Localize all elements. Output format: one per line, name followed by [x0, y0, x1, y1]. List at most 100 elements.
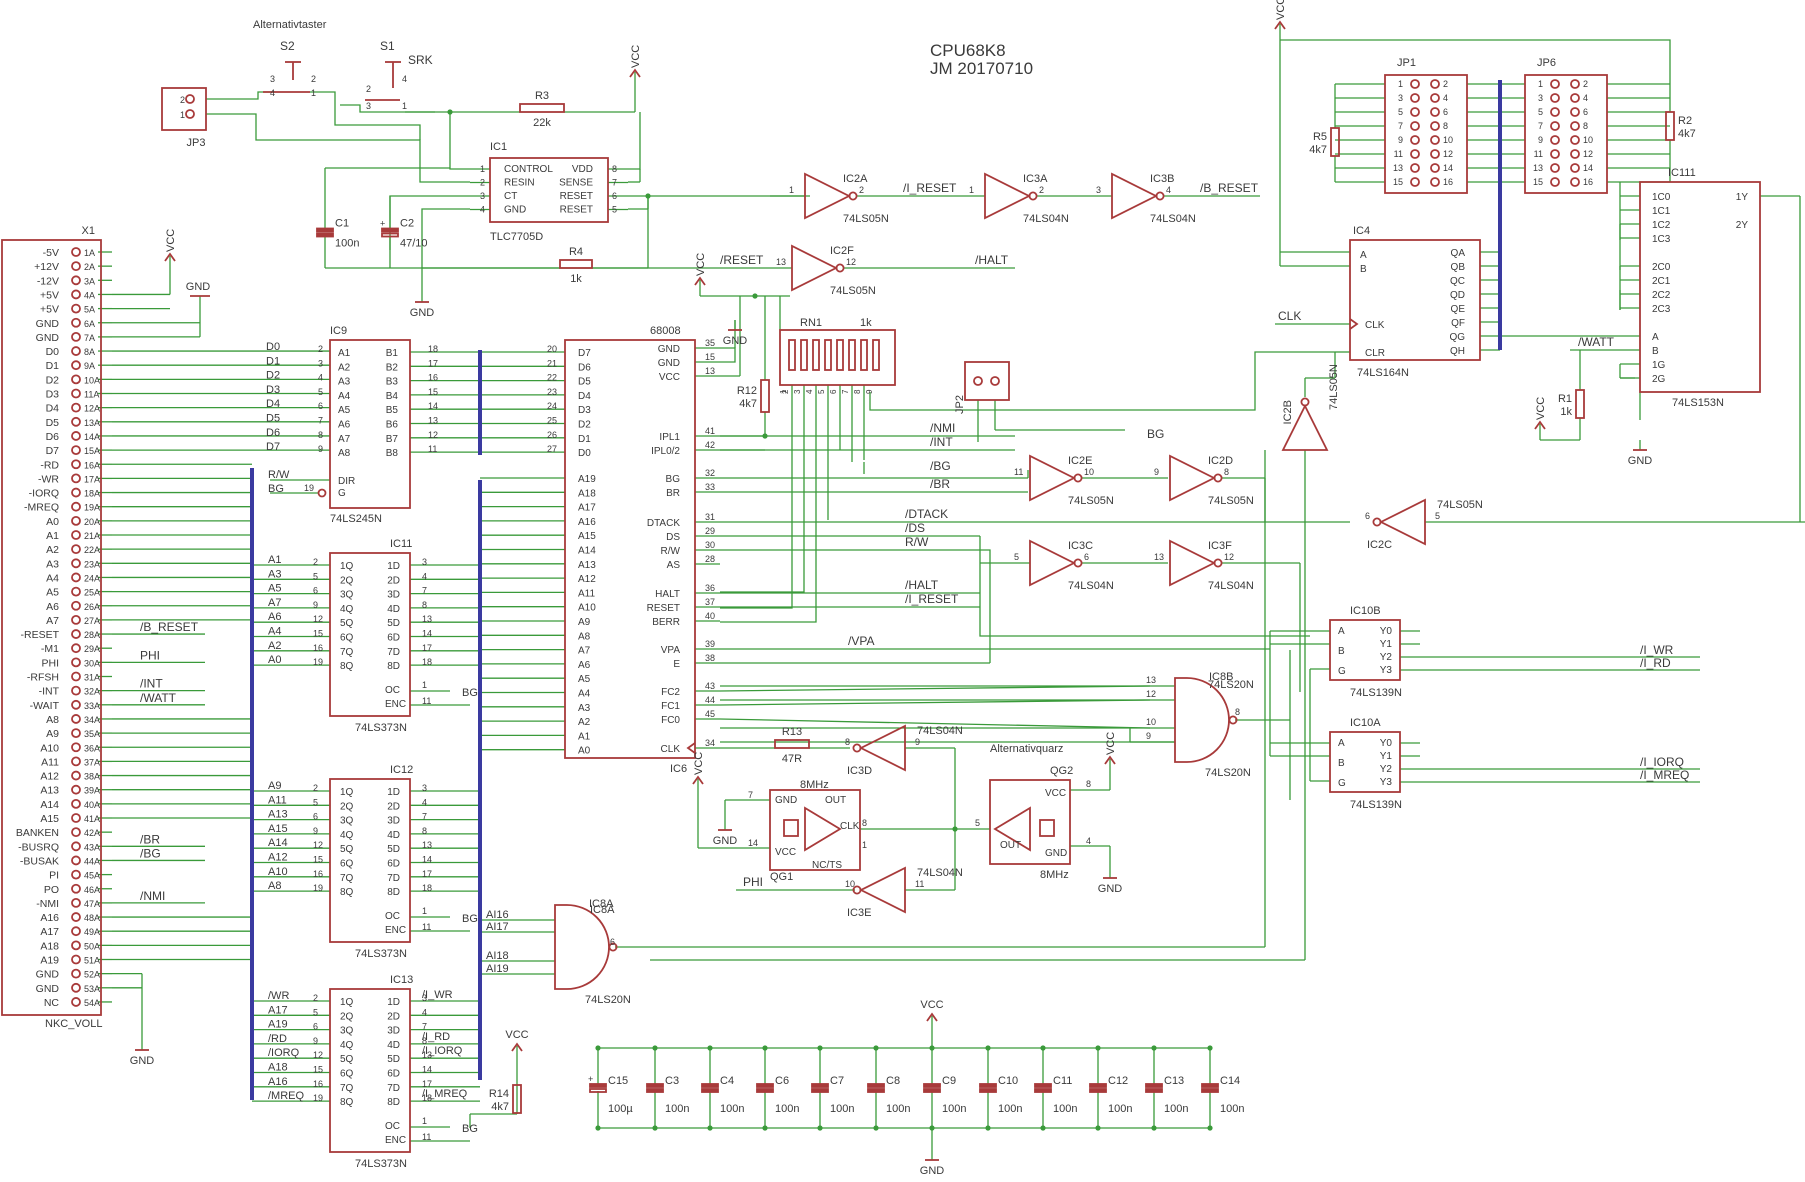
ic12-pin-num: 12	[313, 840, 323, 850]
ic6-pin-right: RESET	[647, 603, 680, 614]
ic12-pin-d: 8D	[387, 887, 400, 898]
ic13-pin-d: 6D	[387, 1069, 400, 1080]
ic11-pin-num: 12	[313, 614, 323, 624]
ic6-pin-right: FC1	[661, 701, 680, 712]
wire	[389, 195, 470, 268]
net-label-watt: /WATT	[140, 691, 177, 705]
vcc-label: VCC	[1275, 0, 1287, 20]
ic10b-pin-out: Y3	[1380, 665, 1393, 676]
ic6-pin-right: DTACK	[647, 518, 680, 529]
jumper-jp1-pin	[1410, 135, 1420, 145]
ic13-pin-d: 2D	[387, 1011, 400, 1022]
inverter-ic2f	[791, 244, 839, 292]
x1-pin-number: 53A	[84, 984, 100, 994]
decoupling-cap	[1034, 1083, 1052, 1088]
ic11-net-in: A4	[268, 626, 281, 638]
junction	[1151, 1045, 1157, 1051]
ic111-pin-1y: 1Y	[1736, 192, 1749, 203]
ic12-pin-num: 17	[422, 869, 432, 879]
jumper-jp1-pin	[1430, 177, 1440, 187]
inverter-ic3d-ref: IC3D	[847, 765, 872, 777]
x1-pin-pad	[71, 742, 81, 753]
gnd-label: GND	[186, 281, 211, 293]
decoupling-cap-ref: C13	[1164, 1075, 1184, 1087]
inverter-ic3b	[1111, 172, 1159, 220]
ic13-pin-q: 3Q	[340, 1026, 354, 1037]
ic6-pin-num: 40	[705, 611, 715, 621]
ic6-pin-d: D1	[578, 434, 591, 445]
x1-pin-number: 18A	[84, 489, 100, 499]
ic9-pin-a: A2	[338, 362, 351, 373]
connector-x1-ref: X1	[82, 225, 95, 237]
jumper-jp6-pin-num: 6	[1583, 107, 1588, 117]
decoupling-cap-value: 100n	[886, 1103, 910, 1115]
rn1-pin-num: 6	[829, 389, 838, 394]
ic1-pin-num: 1	[480, 164, 485, 174]
ic6-pin-num: 24	[547, 401, 557, 411]
net-label-bg: BG	[268, 483, 284, 495]
ic10b-pin-out: Y0	[1380, 626, 1393, 637]
qg2-ref: QG2	[1050, 765, 1073, 777]
ic9-pin-num: 6	[318, 401, 323, 411]
inverter-ic3d-bubble	[852, 743, 862, 753]
ic9-pin-b: B6	[386, 420, 399, 431]
x1-pin-number: 12A	[84, 404, 100, 414]
x1-pin-label: A18	[40, 940, 59, 952]
x1-pin-pad	[71, 855, 81, 866]
ic6-pin-a: A5	[578, 674, 591, 685]
junction	[985, 1125, 991, 1131]
ic12-pin-q: 3Q	[340, 816, 354, 827]
ic11-pin-enc: ENC	[385, 699, 406, 710]
x1-pin-label: -NMI	[36, 898, 59, 910]
ic11-pin-q: 7Q	[340, 647, 354, 658]
inverter-ic3b-value: 74LS04N	[1150, 213, 1196, 225]
rn1-element	[836, 339, 844, 371]
ic6-pin-right: VCC	[659, 372, 680, 383]
inverter-ic3c	[1029, 539, 1077, 587]
inverter-ic2c-bubble	[1372, 517, 1382, 527]
x1-pin-number: 32A	[84, 687, 100, 697]
ic11-pin-q: 8Q	[340, 661, 354, 672]
net-label-halt: /HALT	[905, 578, 939, 592]
ic12-pin-oc: OC	[385, 911, 400, 922]
qg1-pin-ncts: NC/TS	[812, 860, 842, 871]
ic6-pin-a: A16	[578, 517, 596, 528]
ic12-pin-q: 7Q	[340, 873, 354, 884]
ic1-pin-num: 3	[480, 191, 485, 201]
ic12-net-in: A12	[268, 852, 288, 864]
x1-pin-pad	[71, 940, 81, 951]
ic11-pin-num: 11	[422, 696, 431, 706]
qg1-pin-num: 1	[862, 840, 867, 850]
ic12-net-in: A15	[268, 823, 288, 835]
x1-pin-pad	[71, 431, 81, 441]
ic8a-pin-num: 6	[610, 937, 615, 947]
jumper-jp6-pin	[1570, 121, 1580, 131]
ic13-net-in: A19	[268, 1019, 288, 1031]
ic10b-pin-out: Y2	[1380, 652, 1393, 663]
inverter-ic2a-ref: IC2A	[843, 173, 868, 185]
decoupling-cap-value: 100n	[1053, 1103, 1077, 1115]
ic9-pin-b: B5	[386, 405, 399, 416]
ic6-pin-right: BR	[666, 488, 680, 499]
ic12-pin-num: 8	[422, 826, 427, 836]
wire	[310, 91, 421, 140]
ic12-net-in: A11	[268, 794, 287, 806]
inverter-ic3f-ref: IC3F	[1208, 540, 1232, 552]
x1-pin-number: 11A	[84, 390, 99, 400]
gnd-label: GND	[1098, 883, 1123, 895]
x1-pin-pad	[71, 615, 81, 625]
ic4-pin-q: QA	[1451, 248, 1466, 259]
junction	[1095, 1045, 1101, 1051]
ic10a-pin-in: B	[1338, 758, 1345, 769]
x1-pin-pad	[71, 728, 81, 738]
resistor-r13-value: 47R	[782, 753, 802, 765]
x1-pin-pad	[71, 827, 81, 838]
ic9-pin-num: 7	[318, 416, 323, 426]
ic11-body	[329, 552, 411, 717]
ic6-pin-num: 26	[547, 430, 557, 440]
ic4-pin-b: B	[1360, 264, 1367, 275]
inverter-ic2f-value: 74LS05N	[830, 285, 876, 297]
x1-pin-pad	[71, 657, 81, 668]
jumper-jp2-body	[964, 361, 1010, 401]
capacitor-c2-value: 47/10	[400, 238, 428, 250]
